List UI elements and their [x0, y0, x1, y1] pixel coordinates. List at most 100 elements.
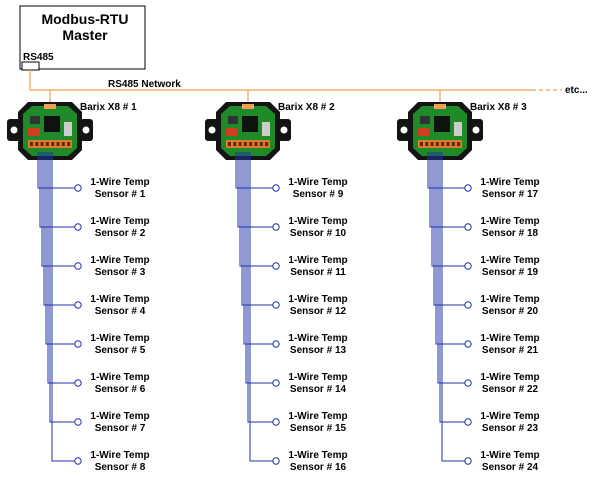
mount-hole	[472, 126, 480, 134]
chip	[434, 116, 450, 132]
sensor-wire	[41, 152, 75, 267]
chip-small	[420, 116, 430, 124]
terminal-screw	[30, 142, 33, 146]
terminal-screw	[425, 142, 429, 146]
terminal-screw	[40, 142, 44, 146]
sensor-label-line2: Sensor # 19	[482, 267, 539, 278]
sensor-wire	[47, 152, 75, 384]
sensor-label-line2: Sensor # 7	[95, 423, 146, 434]
terminal-screw	[45, 142, 49, 146]
sensor-wire	[51, 152, 75, 462]
led-block	[418, 128, 430, 136]
sensor-node	[464, 262, 472, 270]
mount-hole	[10, 126, 18, 134]
sensor-label-line1: 1-Wire Temp	[90, 372, 149, 383]
sensor-label-line2: Sensor # 10	[290, 228, 347, 239]
terminal-screw	[51, 142, 55, 146]
bus-terminal	[434, 104, 446, 109]
sensor-wire	[441, 152, 465, 462]
sensor-label-line1: 1-Wire Temp	[90, 294, 149, 305]
bus-terminal	[242, 104, 254, 109]
connector	[454, 122, 462, 136]
mount-hole	[280, 126, 288, 134]
sensor-label-line2: Sensor # 13	[290, 345, 347, 356]
sensor-label-line1: 1-Wire Temp	[480, 294, 539, 305]
connector	[262, 122, 270, 136]
sensor-node	[74, 418, 82, 426]
chip	[242, 116, 258, 132]
sensor-node	[464, 379, 472, 387]
terminal-screw	[259, 142, 263, 146]
terminal-screw	[233, 142, 237, 146]
sensor-wire	[45, 152, 75, 345]
sensor-label-line1: 1-Wire Temp	[288, 333, 347, 344]
sensor-node	[272, 223, 280, 231]
mount-hole	[400, 126, 408, 134]
sensor-node	[272, 418, 280, 426]
terminal-screw	[441, 142, 445, 146]
sensor-label-line2: Sensor # 8	[95, 462, 146, 472]
sensor-node	[74, 457, 82, 465]
sensor-label-line2: Sensor # 11	[290, 267, 346, 278]
sensor-label-line1: 1-Wire Temp	[90, 411, 149, 422]
sensor-label-line2: Sensor # 14	[290, 384, 347, 395]
sensor-node	[464, 301, 472, 309]
terminal-screw	[451, 142, 455, 146]
terminal-screw	[446, 142, 450, 146]
sensor-label-line1: 1-Wire Temp	[480, 450, 539, 461]
rs485-port	[21, 61, 40, 71]
sensor-node	[74, 301, 82, 309]
sensor-label-line2: Sensor # 18	[482, 228, 539, 239]
sensor-label-line2: Sensor # 15	[290, 423, 347, 434]
sensor-label-line1: 1-Wire Temp	[480, 372, 539, 383]
sensor-label-line1: 1-Wire Temp	[480, 255, 539, 266]
sensor-node	[272, 301, 280, 309]
master-port-label: RS485	[23, 52, 54, 63]
chip-small	[30, 116, 40, 124]
sensor-label-line1: 1-Wire Temp	[288, 177, 347, 188]
sensor-label-line2: Sensor # 5	[95, 345, 146, 356]
etc-label: etc...	[565, 85, 588, 96]
sensor-wire	[39, 152, 75, 228]
device-label: Barix X8 # 1	[80, 102, 137, 113]
sensor-wire	[431, 152, 465, 267]
sensor-node	[74, 379, 82, 387]
terminal-block	[418, 140, 462, 148]
sensor-label-line1: 1-Wire Temp	[288, 255, 347, 266]
sensor-label-line2: Sensor # 9	[293, 189, 344, 200]
mount-hole	[82, 126, 90, 134]
connector	[64, 122, 72, 136]
mount-hole	[208, 126, 216, 134]
sensor-node	[464, 457, 472, 465]
sensor-wire	[239, 152, 273, 267]
terminal-screw	[249, 142, 253, 146]
sensor-label-line1: 1-Wire Temp	[288, 372, 347, 383]
sensor-label-line2: Sensor # 2	[95, 228, 146, 239]
sensor-label-line1: 1-Wire Temp	[480, 216, 539, 227]
sensor-wire	[439, 152, 465, 423]
sensor-node	[272, 262, 280, 270]
terminal-screw	[56, 142, 60, 146]
terminal-screw	[243, 142, 247, 146]
sensor-wire	[43, 152, 75, 306]
sensor-label-line2: Sensor # 24	[482, 462, 539, 472]
sensor-label-line1: 1-Wire Temp	[288, 216, 347, 227]
sensor-label-line2: Sensor # 20	[482, 306, 539, 317]
sensor-wire	[237, 152, 273, 228]
sensor-wire	[243, 152, 273, 345]
sensor-wire	[249, 152, 273, 462]
sensor-node	[74, 184, 82, 192]
sensor-label-line1: 1-Wire Temp	[288, 411, 347, 422]
sensor-wire	[245, 152, 273, 384]
sensor-label-line1: 1-Wire Temp	[90, 216, 149, 227]
sensor-wire	[241, 152, 273, 306]
sensor-label-line1: 1-Wire Temp	[288, 294, 347, 305]
sensor-label-line2: Sensor # 6	[95, 384, 146, 395]
sensor-node	[464, 223, 472, 231]
terminal-screw	[61, 142, 65, 146]
sensor-node	[272, 457, 280, 465]
terminal-screw	[254, 142, 258, 146]
